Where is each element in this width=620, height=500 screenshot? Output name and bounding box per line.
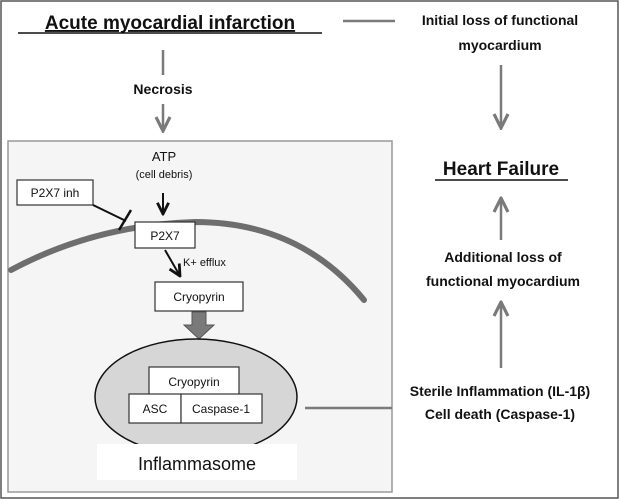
initial-loss-line2: myocardium: [458, 37, 541, 53]
cryopyrin-to-inflammasome-arrow: [182, 311, 216, 340]
asc-label: ASC: [143, 402, 168, 416]
additional-loss-line2: functional myocardium: [426, 273, 580, 289]
sterile-inflammation-line1: Sterile Inflammation (IL-1β): [410, 383, 590, 399]
heart-failure-label: Heart Failure: [443, 159, 559, 180]
title-acute-mi: Acute myocardial infarction: [45, 13, 295, 34]
cryopyrin-box: [154, 281, 244, 312]
atp-label: ATP: [152, 149, 176, 164]
inflammasome-label: Inflammasome: [138, 454, 256, 474]
p2x7-label: P2X7: [150, 229, 180, 243]
k-efflux-label: K+ efflux: [183, 257, 226, 269]
p2x7-inh-label: P2X7 inh: [31, 186, 80, 200]
necrosis-label: Necrosis: [133, 81, 192, 97]
complex-cryopyrin-box: [148, 366, 240, 397]
initial-loss-line1: Initial loss of functional: [422, 12, 578, 28]
p2x7-box: [134, 221, 196, 249]
inhibition-bar: [117, 209, 133, 231]
complex-cryopyrin-label: Cryopyrin: [168, 375, 219, 389]
cryopyrin-label: Cryopyrin: [173, 290, 224, 304]
inhibition-line: [92, 204, 127, 222]
inflammasome-label-bg: [97, 444, 297, 480]
p2x7-inh-box: [16, 179, 94, 206]
caspase-1-label: Caspase-1: [192, 402, 250, 416]
arrow-p2x7-to-cryopyrin: [164, 249, 180, 276]
caspase-1-box: [180, 393, 263, 424]
cell-debris-label: (cell debris): [136, 169, 193, 181]
additional-loss-line1: Additional loss of: [444, 249, 562, 265]
cell-death-line2: Cell death (Caspase-1): [425, 406, 575, 422]
